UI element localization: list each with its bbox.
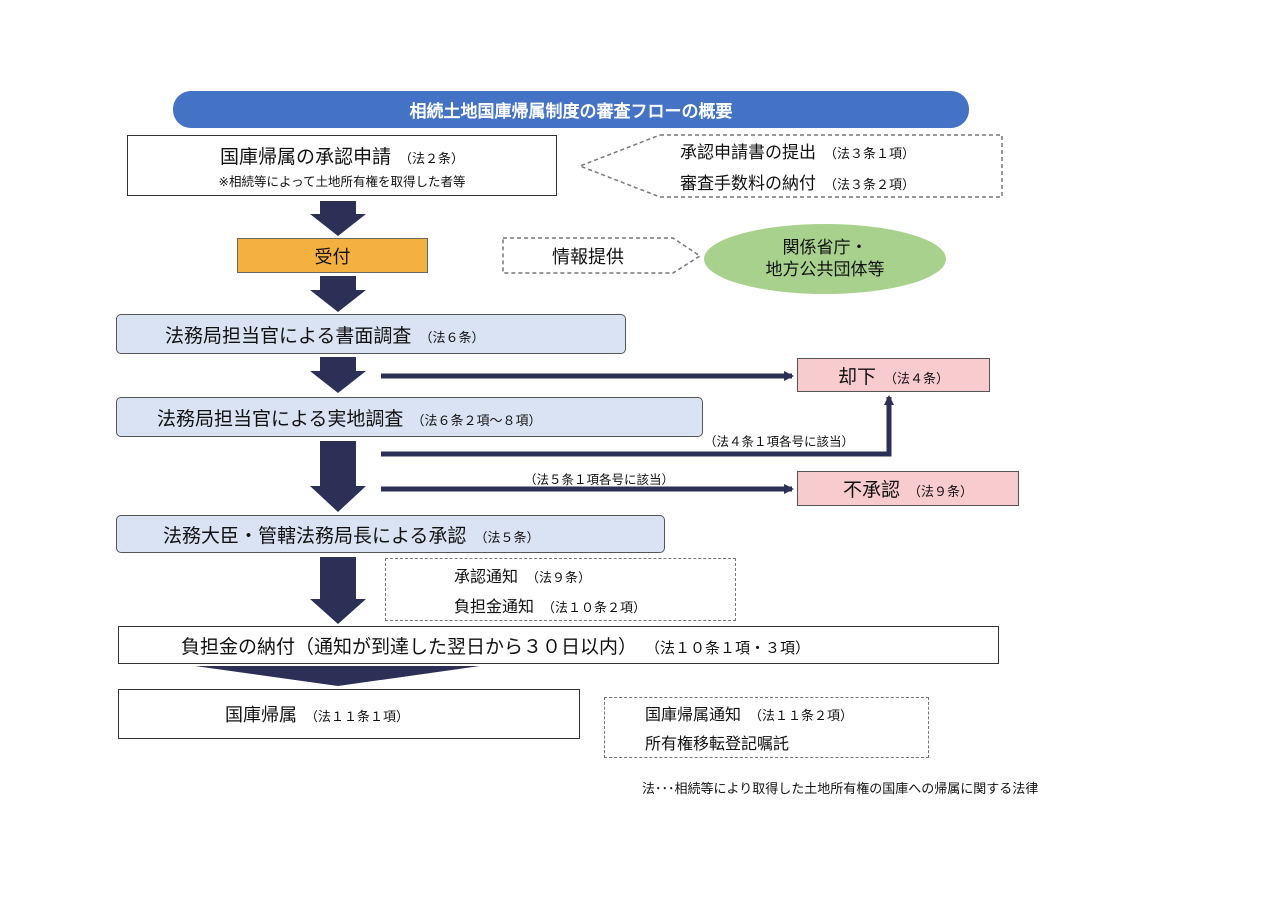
final-notices-line1: 国庫帰属通知 xyxy=(645,705,742,724)
down-arrow-5 xyxy=(310,557,366,624)
notices-line2: 負担金通知 xyxy=(454,596,535,616)
final-notices-line2: 所有権移転登記嘱託 xyxy=(645,734,790,753)
final-notices-box: 国庫帰属通知 （法１１条２項） 所有権移転登記嘱託 xyxy=(604,697,929,758)
disapproval-ref: （法９条） xyxy=(908,485,974,500)
reception-box: 受付 xyxy=(237,238,428,273)
approval-box: 法務大臣・管轄法務局長による承認 （法５条） xyxy=(116,515,665,553)
approval-ref: （法５条） xyxy=(474,530,540,546)
reversion-box: 国庫帰属 （法１１条１項） xyxy=(118,689,580,739)
down-arrow-6 xyxy=(195,666,480,686)
rejection-condition: （法４条１項各号に該当） xyxy=(704,434,855,449)
notices-line1-ref: （法９条） xyxy=(526,570,592,586)
submission-callout-outline xyxy=(577,134,1003,198)
agencies-line1: 関係省庁・ xyxy=(782,238,868,258)
down-arrow-3 xyxy=(310,357,366,393)
rejection-label: 却下 xyxy=(837,365,876,388)
agencies-ellipse: 関係省庁・ 地方公共団体等 xyxy=(704,224,946,294)
application-box: 国庫帰属の承認申請 （法２条） ※相続等によって土地所有権を取得した者等 xyxy=(127,135,557,196)
agencies-line2: 地方公共団体等 xyxy=(765,260,885,280)
disapproval-box: 不承認 （法９条） xyxy=(797,471,1019,506)
document-review-ref: （法６条） xyxy=(419,330,485,346)
rejection-ref: （法４条） xyxy=(884,371,950,387)
footnote: 法･･･相続等により取得した土地所有権の国庫への帰属に関する法律 xyxy=(642,782,1039,797)
reversion-label: 国庫帰属 xyxy=(225,705,297,726)
application-note: ※相続等によって土地所有権を取得した者等 xyxy=(218,173,466,189)
submission-line2-ref: （法３条２項） xyxy=(824,178,916,193)
notices-line2-ref: （法１０条２項） xyxy=(542,600,647,616)
reversion-ref: （法１１条１項） xyxy=(305,710,410,725)
field-review-label: 法務局担当官による実地調査 xyxy=(157,407,404,430)
disapproval-condition: （法５条１項各号に該当） xyxy=(524,472,675,487)
field-review-box: 法務局担当官による実地調査 （法６条２項～８項） xyxy=(116,397,703,437)
rejection-box: 却下 （法４条） xyxy=(797,358,990,392)
notices-line1: 承認通知 xyxy=(454,566,519,586)
notices-box: 承認通知 （法９条） 負担金通知 （法１０条２項） xyxy=(385,558,736,621)
down-arrow-4 xyxy=(310,441,366,512)
down-arrow-1 xyxy=(310,201,366,236)
submission-callout: 承認申請書の提出 （法３条１項） 審査手数料の納付 （法３条２項） xyxy=(660,135,1002,197)
disapproval-label: 不承認 xyxy=(842,479,900,501)
approval-label: 法務大臣・管轄法務局長による承認 xyxy=(163,524,467,547)
info-provision-label: 情報提供 xyxy=(552,246,624,268)
payment-box: 負担金の納付（通知が到達した翌日から３０日以内） （法１０条１項・３項） xyxy=(118,626,999,664)
arrow-field-to-rejection xyxy=(381,395,894,457)
flow-title: 相続土地国庫帰属制度の審査フローの概要 xyxy=(173,91,969,128)
submission-line1: 承認申請書の提出 xyxy=(680,143,816,163)
document-review-label: 法務局担当官による書面調査 xyxy=(165,324,412,347)
application-ref: （法２条） xyxy=(399,151,465,167)
submission-line1-ref: （法３条１項） xyxy=(824,147,916,162)
payment-ref: （法１０条１項・３項） xyxy=(645,638,811,657)
payment-label: 負担金の納付（通知が到達した翌日から３０日以内） xyxy=(181,635,638,658)
field-review-ref: （法６条２項～８項） xyxy=(411,413,542,429)
down-arrow-2 xyxy=(310,276,366,312)
application-label: 国庫帰属の承認申請 xyxy=(219,145,391,168)
document-review-box: 法務局担当官による書面調査 （法６条） xyxy=(116,314,626,354)
final-notices-line1-ref: （法１１条２項） xyxy=(749,709,854,724)
submission-line2: 審査手数料の納付 xyxy=(680,174,816,194)
info-callout-outline xyxy=(502,237,702,274)
